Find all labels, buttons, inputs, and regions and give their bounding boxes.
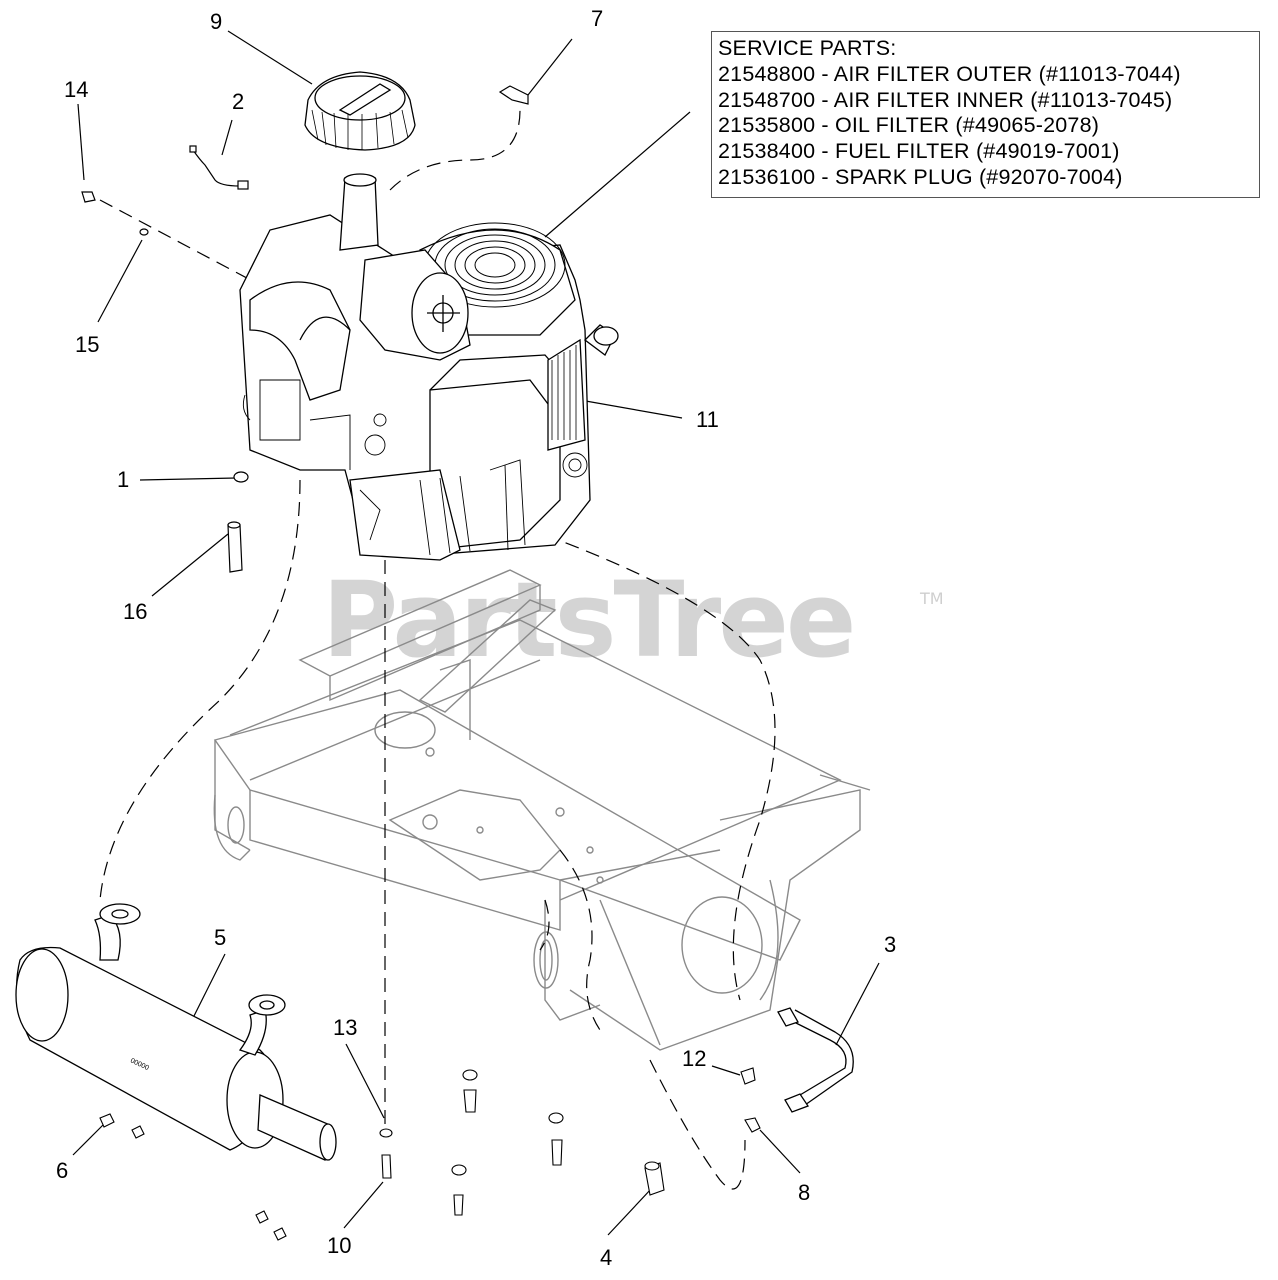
callout-4: 4: [600, 1245, 613, 1270]
service-part-line: 21535800 - OIL FILTER (#49065-2078): [718, 113, 1100, 138]
assembly-dashed-lines: [99, 109, 776, 1190]
service-parts-box: SERVICE PARTS: 21548800 - AIR FILTER OUT…: [711, 31, 1260, 198]
callout-7: 7: [591, 6, 604, 31]
engine: [239, 173, 619, 561]
callout-11: 11: [696, 407, 719, 432]
fuel-line: [777, 1007, 854, 1113]
service-parts-heading: SERVICE PARTS:: [718, 36, 897, 60]
callout-8: 8: [798, 1180, 811, 1205]
callout-16: 16: [123, 599, 148, 624]
clip-part: [498, 85, 529, 105]
leader-lines: [72, 30, 880, 1236]
washer-15: [139, 228, 149, 236]
service-part-line: 21548700 - AIR FILTER INNER (#11013-7045…: [718, 87, 1173, 112]
air-filter-cover: [304, 71, 416, 151]
hardware: [99, 1067, 761, 1241]
callout-13: 13: [333, 1015, 358, 1040]
service-part-line: 21548800 - AIR FILTER OUTER (#11013-7044…: [718, 61, 1181, 86]
wire-harness: [189, 145, 249, 190]
washer-1: [233, 471, 249, 483]
callout-12: 12: [682, 1046, 707, 1071]
trademark-mark: TM: [920, 589, 944, 608]
callout-3: 3: [884, 932, 897, 957]
bolt-14: [81, 191, 96, 203]
callout-6: 6: [56, 1158, 69, 1183]
service-part-line: 21538400 - FUEL FILTER (#49019-7001): [718, 139, 1120, 164]
chassis-frame: [213, 569, 871, 1051]
callout-2: 2: [232, 89, 245, 114]
callout-10: 10: [327, 1233, 352, 1258]
callout-14: 14: [64, 77, 89, 102]
callout-1: 1: [117, 467, 130, 492]
service-part-line: 21536100 - SPARK PLUG (#92070-7004): [718, 164, 1123, 189]
callout-9: 9: [210, 9, 223, 34]
muffler: [15, 903, 337, 1161]
callout-5: 5: [214, 925, 227, 950]
callout-15: 15: [75, 332, 100, 357]
dowel-pin: [227, 521, 243, 573]
